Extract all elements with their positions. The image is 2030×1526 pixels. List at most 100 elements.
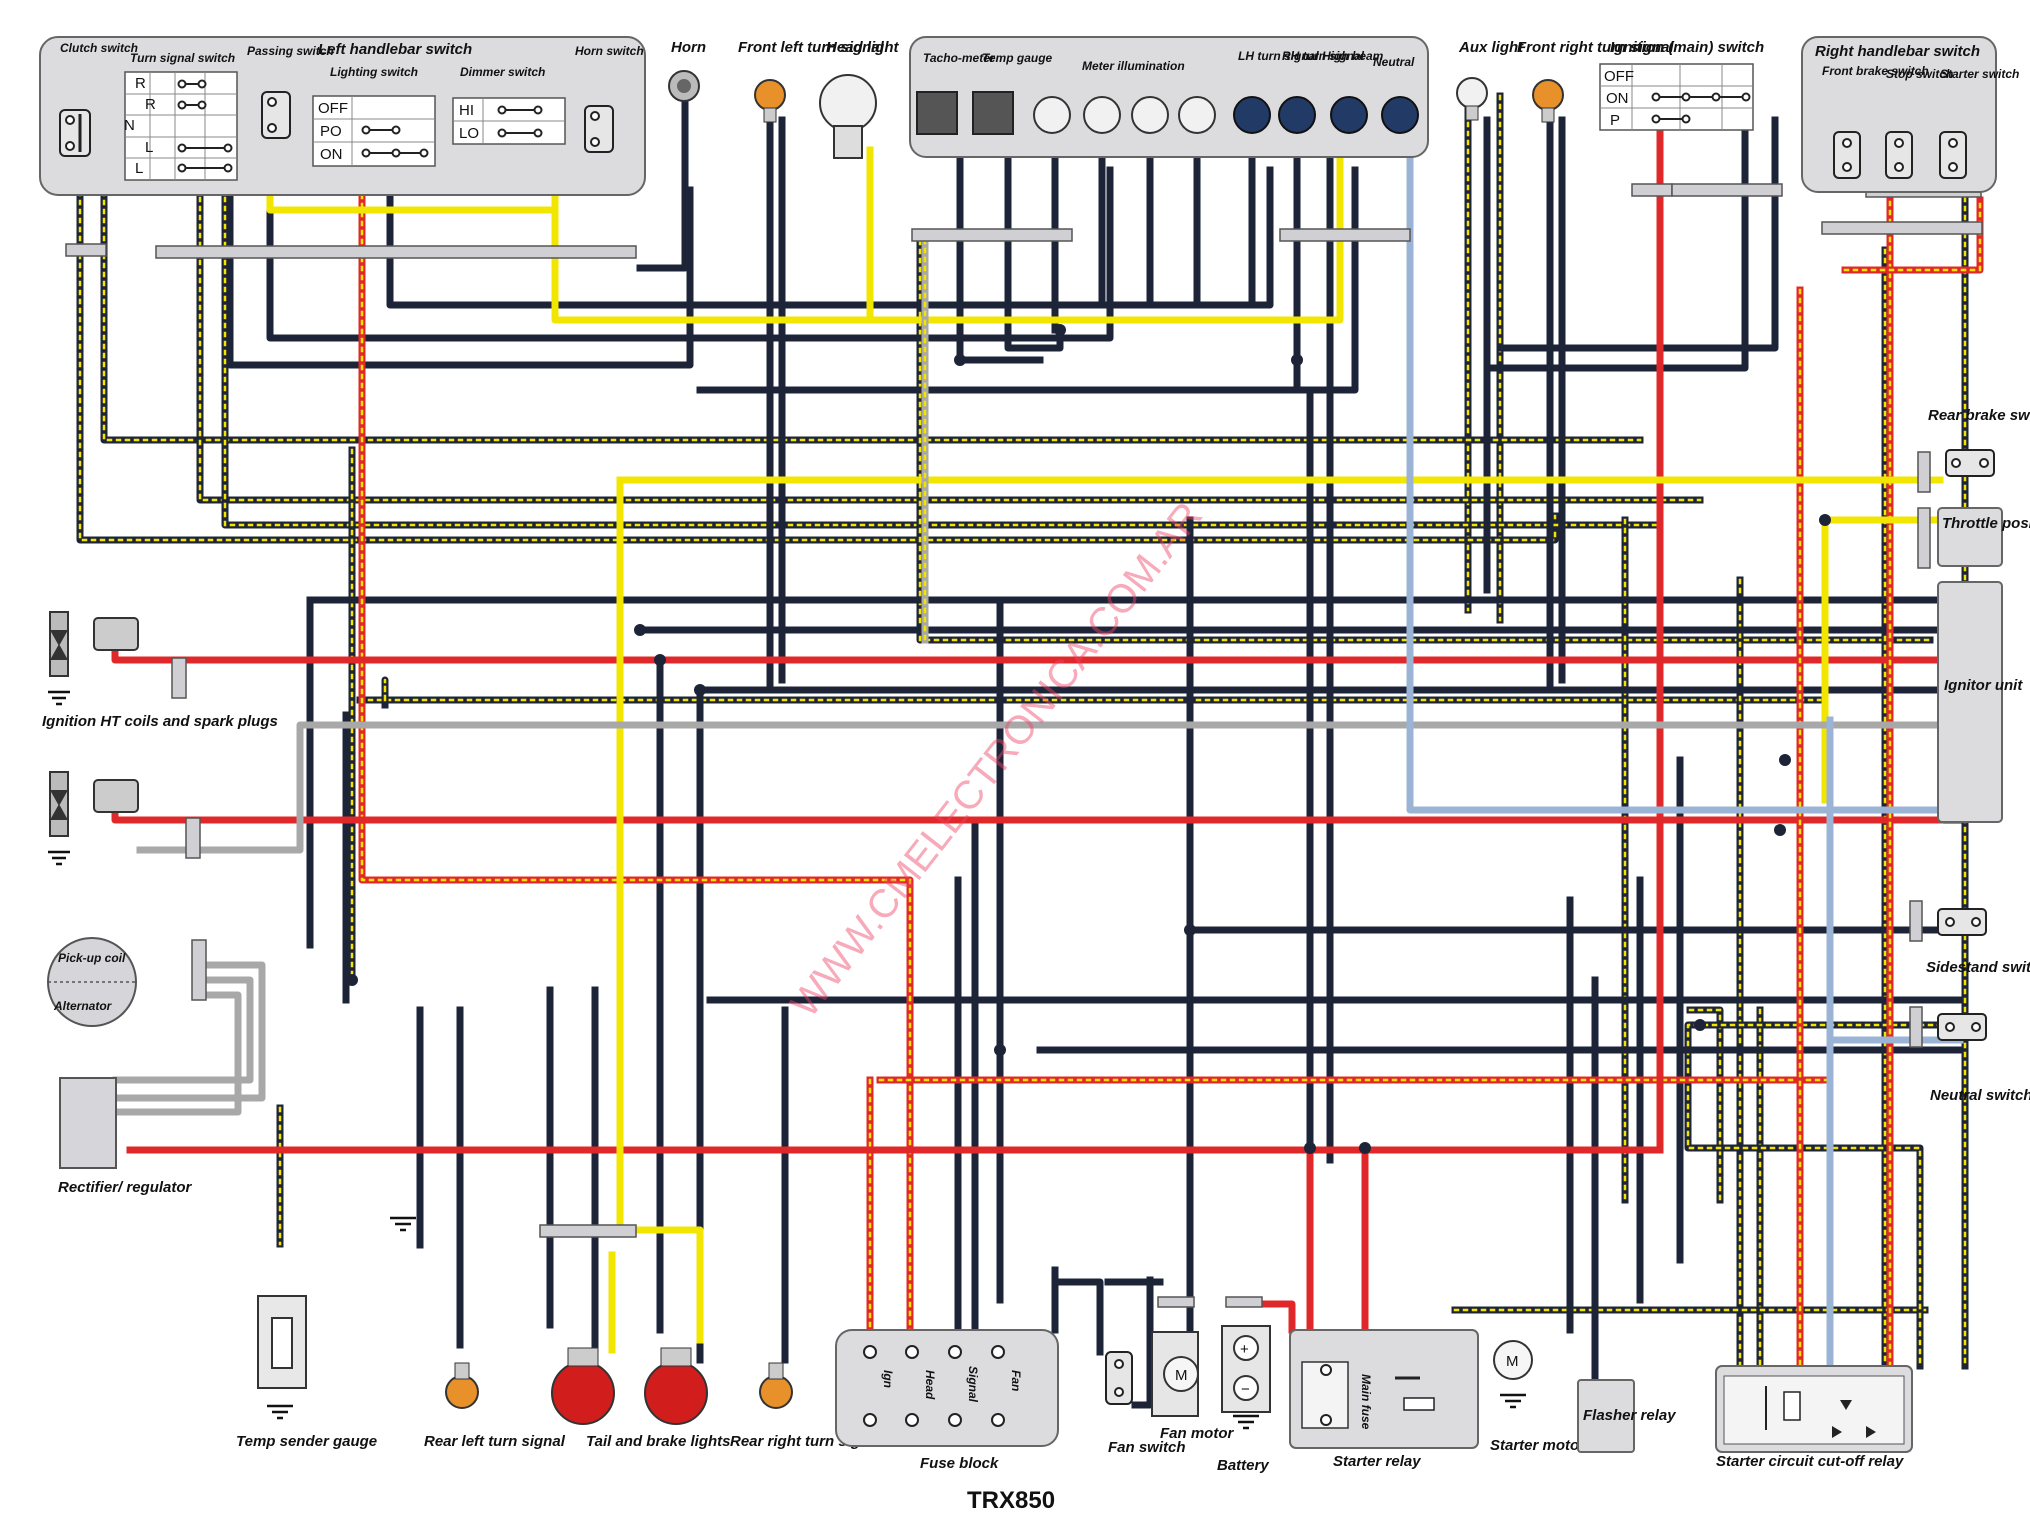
rear-right-lamp (759, 1375, 793, 1409)
wire-red-75 (111, 806, 1944, 824)
tail-lamp-2 (644, 1361, 708, 1425)
junction-dot (1304, 1142, 1316, 1154)
starter-cutoff-relay: Starter circuit cut-off relay (1715, 1365, 1913, 1470)
right-handlebar-title: Right handlebar switch (1815, 43, 1980, 60)
lh-turn-label: LH turn signal (1238, 49, 1319, 63)
turn-signal-switch-label: Turn signal switch (130, 51, 235, 65)
front-brake-switch-label: Front brake switch (1822, 64, 1929, 78)
dimmer-pos-hi: HI (459, 102, 474, 119)
wire-black-27 (1004, 136, 1064, 352)
fuse-ign-label: Ign (881, 1370, 895, 1388)
ignition-coils: Ignition HT coils and spark plugs (42, 611, 278, 837)
turn-pos-r1: R (135, 75, 146, 92)
lighting-switch-label: Lighting switch (330, 65, 418, 79)
temp-sender-gauge: Temp sender gauge (236, 1295, 377, 1450)
neutral-indicator-label: Neutral (1373, 55, 1415, 69)
illumination-bulbs (1033, 96, 1216, 134)
sidestand-label: Sidestand switch (1926, 959, 2030, 976)
wire-black-18 (1684, 1021, 1954, 1370)
aux-light: Aux light (1456, 39, 1524, 121)
wire-tracer-17 (1688, 1008, 1722, 1202)
front-left-turn-signal: Front left turn signal (738, 39, 885, 123)
wire-black-70 (1056, 1278, 1104, 1356)
turn-pos-l2: L (135, 160, 143, 177)
high-beam-label: High beam (1322, 49, 1384, 63)
pickup-coil-alternator: Pick-up coil Alternator (47, 937, 137, 1027)
wire-black-67 (1131, 1276, 1154, 1409)
wire-tracer-3 (102, 154, 1642, 442)
indicator-bulbs (1233, 96, 1419, 134)
clutch-switch-label: Clutch switch (60, 41, 138, 55)
left-handlebar-switch: Left handlebar switch Clutch switch Turn… (39, 36, 646, 196)
tachometer-label: Tacho-meter (923, 51, 996, 65)
cutoff-relay-label: Starter circuit cut-off relay (1716, 1453, 1904, 1470)
light-pos-po: PO (320, 123, 342, 140)
starter-motor: M Starter motor (1490, 1340, 1586, 1454)
ht-coils-label: Ignition HT coils and spark plugs (42, 713, 278, 730)
fuse-block: Ign Head Signal Fan Fuse block (835, 1329, 1059, 1472)
junction-dot (1779, 754, 1791, 766)
rear-left-lamp (445, 1375, 479, 1409)
wire-lightblue-94 (1406, 126, 1964, 814)
ignitor-label: Ignitor unit (1944, 677, 2023, 694)
meter-illumination-label: Meter illumination (1082, 59, 1185, 73)
rear-brake-label: Rear brake switch (1928, 407, 2030, 424)
fan-switch-label: Fan switch (1108, 1439, 1186, 1456)
wire-black-36 (1483, 116, 1749, 372)
rear-brake-switch: Rear brake switch (1928, 407, 2030, 477)
wire-black-23 (696, 166, 1359, 394)
svg-text:−: − (1241, 1381, 1250, 1398)
lighting-switch: Lighting switch OFF PO ON (312, 65, 436, 167)
rectifier-regulator: Rectifier/ regulator (58, 1077, 193, 1196)
tail-brake-label: Tail and brake lights (586, 1433, 730, 1450)
meter-panel: Tacho-meter Temp gauge Meter illuminatio… (909, 36, 1429, 158)
throttle-position-sensor: Throttle position sensor (1937, 507, 2030, 567)
fuse-fan-label: Fan (1009, 1370, 1023, 1391)
flasher-label: Flasher relay (1583, 1407, 1676, 1424)
battery-label: Battery (1217, 1457, 1269, 1474)
wire-black-37 (1496, 116, 1779, 352)
connector-bars (65, 183, 1983, 1308)
ign-pos-off: OFF (1604, 68, 1634, 85)
wire-grey-99 (112, 991, 242, 1116)
rear-left-label: Rear left turn signal (424, 1433, 566, 1450)
turn-signal-switch: Turn signal switch R R N L L (124, 51, 238, 181)
wire-black-17 (1686, 1006, 1724, 1204)
front-left-lamp (754, 79, 786, 111)
passing-switch-label: Passing switch (247, 44, 334, 58)
wire-black-4 (196, 176, 1704, 504)
tail-lamp-1 (551, 1361, 615, 1425)
junction-dot (1291, 354, 1303, 366)
battery: + − Battery (1217, 1325, 1271, 1474)
temp-gauge-label: Temp gauge (982, 51, 1053, 65)
front-brake-switch (1833, 131, 1861, 179)
wiring-harness (76, 66, 1984, 1409)
junction-dot (634, 624, 646, 636)
ignitor-unit: Ignitor unit (1937, 581, 2023, 823)
passing-switch: Passing switch (247, 44, 334, 139)
wire-black-26 (956, 136, 1044, 364)
wire-tracer-71 (360, 193, 912, 1352)
front-right-lamp (1532, 79, 1564, 111)
ht-coil-2 (93, 779, 139, 813)
main-fuse-label: Main fuse (1359, 1374, 1373, 1430)
wire-grey-97 (112, 976, 254, 1084)
front-right-turn-signal: Front right turn signal (1517, 39, 1674, 123)
neutral-switch-label: Neutral switch (1930, 1087, 2030, 1104)
starter-switch-label: Starter switch (1940, 67, 2019, 81)
starter-relay-label: Starter relay (1333, 1453, 1421, 1470)
junction-dot (994, 1044, 1006, 1056)
front-left-label: Front left turn signal (738, 39, 885, 56)
fan-switch: Fan switch (1105, 1351, 1186, 1456)
junction-dot (954, 354, 966, 366)
turn-pos-r2: R (145, 96, 156, 113)
aux-light-label: Aux light (1458, 39, 1524, 56)
temp-sender-label: Temp sender gauge (236, 1433, 377, 1450)
tachometer (916, 91, 958, 135)
alternator-label: Alternator (53, 999, 113, 1013)
ignition-switch-label: Ignition (main) switch (1610, 39, 1764, 56)
horn-label: Horn (671, 39, 706, 56)
dimmer-pos-lo: LO (459, 125, 479, 142)
junction-dot (1359, 1142, 1371, 1154)
